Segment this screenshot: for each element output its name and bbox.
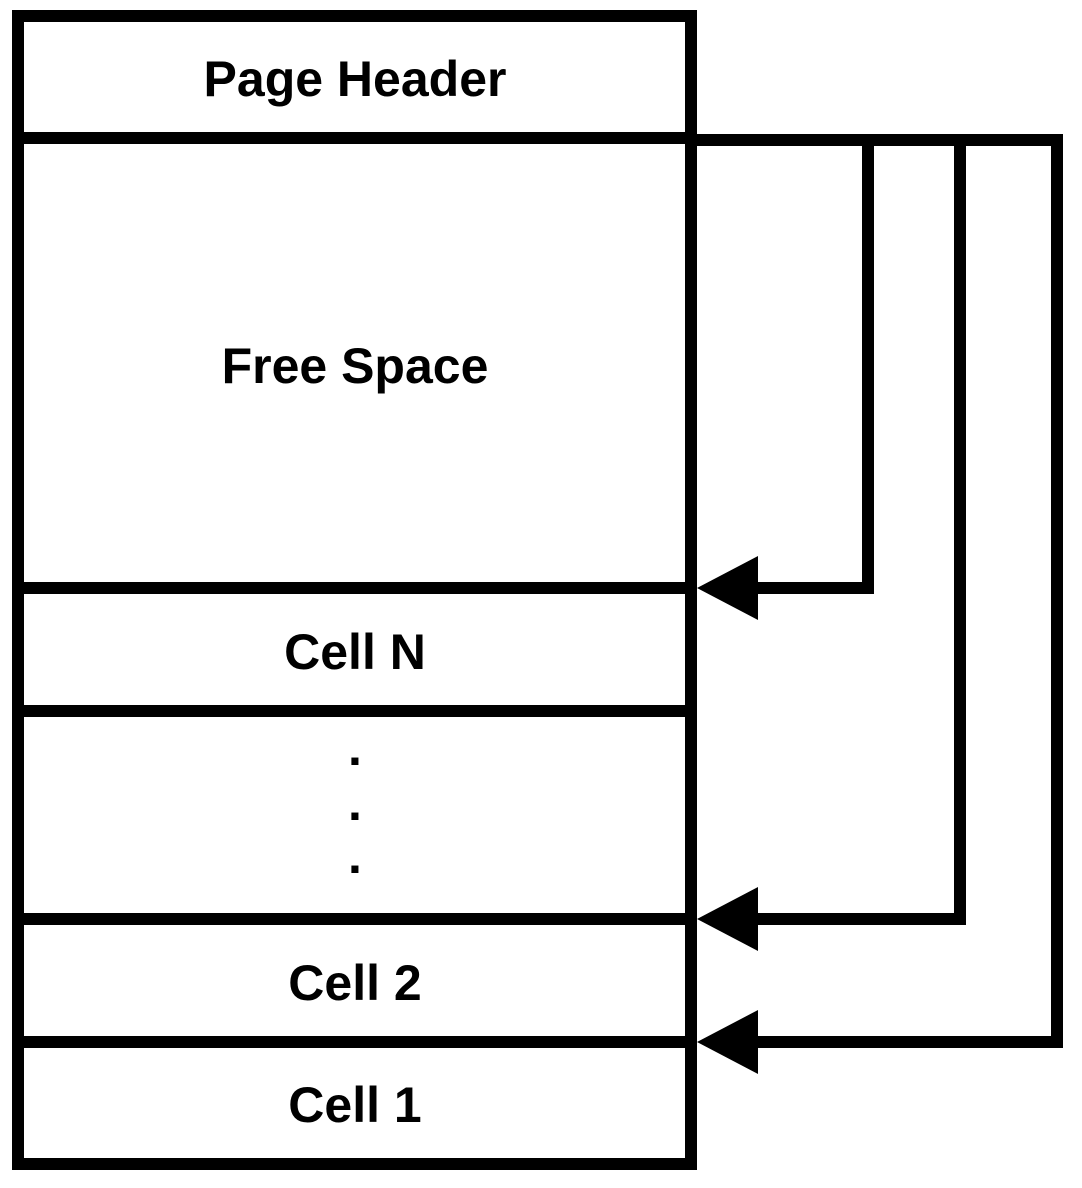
pointer-line-cell-2 xyxy=(758,134,966,925)
ellipsis-dot: . xyxy=(348,720,362,776)
arrowhead-cell-1 xyxy=(697,1010,758,1074)
cell-n-label: Cell N xyxy=(284,624,426,680)
cell-2-label: Cell 2 xyxy=(288,955,421,1011)
cell-1-label: Cell 1 xyxy=(288,1077,421,1133)
arrowhead-cell-2 xyxy=(697,887,758,951)
pointer-line-cell-n xyxy=(697,134,874,594)
ellipsis-dot: . xyxy=(348,828,362,884)
arrowhead-cell-n xyxy=(697,556,758,620)
ellipsis-dot: . xyxy=(348,775,362,831)
pointer-line-cell-1 xyxy=(758,134,1063,1048)
free-space-label: Free Space xyxy=(222,338,489,394)
page-header-label: Page Header xyxy=(204,51,507,107)
